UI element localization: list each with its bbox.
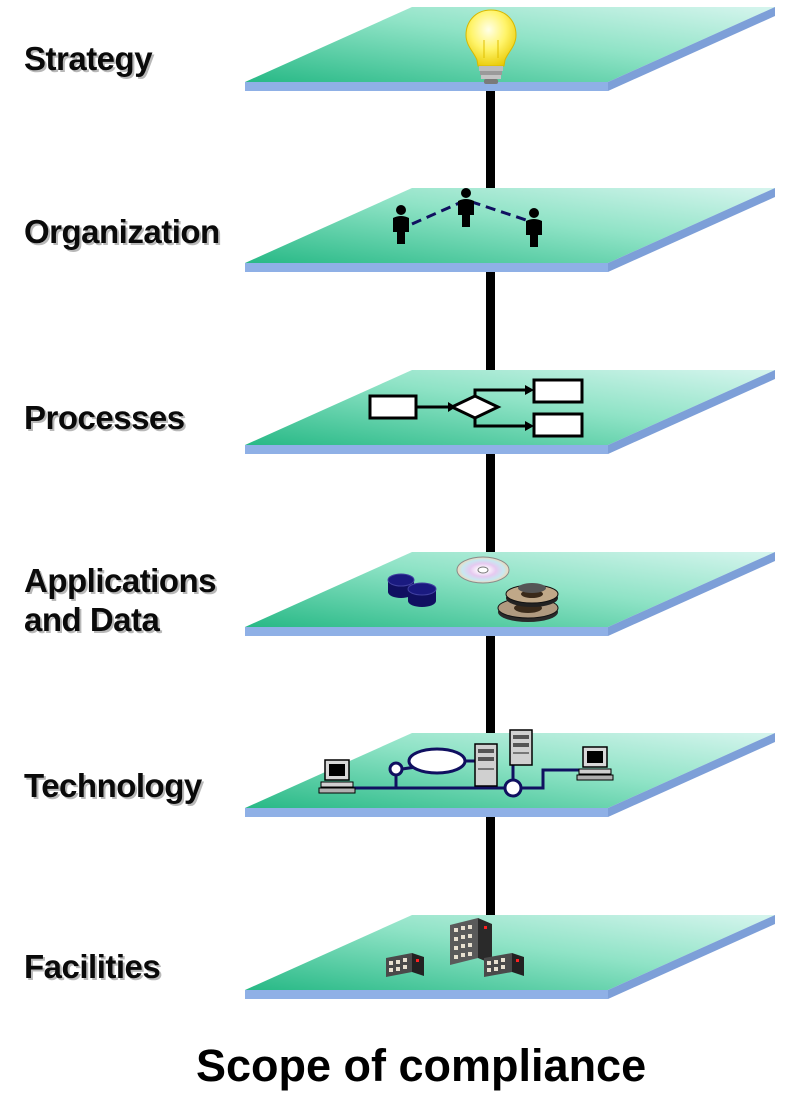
layer-label-and-data: and Data xyxy=(24,601,160,638)
buildings-icon xyxy=(386,918,524,977)
people-network-icon xyxy=(393,188,542,247)
person-right-icon xyxy=(526,208,542,247)
diagram-title: Scope of compliance xyxy=(196,1040,647,1091)
tape-reels-icon xyxy=(497,583,559,622)
server-tower-icon xyxy=(509,729,533,766)
decision-diamond xyxy=(448,394,502,420)
layer-label-organization: Organization xyxy=(24,213,220,250)
low-building-icon xyxy=(386,953,424,977)
layer-strategy xyxy=(245,7,775,91)
layer-processes xyxy=(245,370,775,454)
vertical-connector xyxy=(486,62,495,922)
process-flow-icon xyxy=(368,378,584,438)
computer-right-icon xyxy=(576,746,614,781)
plane-processes xyxy=(245,370,775,454)
tall-building-icon xyxy=(450,918,492,965)
person-left-icon xyxy=(393,205,409,244)
database-icon xyxy=(387,573,437,607)
layer-label-strategy: Strategy xyxy=(24,40,153,77)
computer-left-icon xyxy=(318,759,356,794)
process-outcome-box xyxy=(532,412,584,438)
layer-organization xyxy=(245,188,775,272)
layer-facilities xyxy=(245,915,775,999)
network-ring-icon xyxy=(407,747,467,775)
data-storage-icon xyxy=(387,556,559,622)
layer-applications-data xyxy=(245,552,775,636)
layer-technology xyxy=(245,729,775,817)
network-computers-icon xyxy=(318,729,614,798)
plane-facilities xyxy=(245,915,775,999)
low-building-icon xyxy=(484,953,524,977)
process-outcome-box xyxy=(532,378,584,404)
layer-label-processes: Processes xyxy=(24,399,185,436)
layer-label-applications: Applications xyxy=(24,562,217,599)
layer-label-technology: Technology xyxy=(24,767,202,804)
plane-organization xyxy=(245,188,775,272)
cd-disc-icon xyxy=(456,556,510,584)
server-tower-icon xyxy=(474,743,498,787)
layer-label-facilities: Facilities xyxy=(24,948,161,985)
person-center-icon xyxy=(458,188,474,227)
process-step-box xyxy=(368,394,418,420)
lightbulb-icon xyxy=(465,9,517,84)
